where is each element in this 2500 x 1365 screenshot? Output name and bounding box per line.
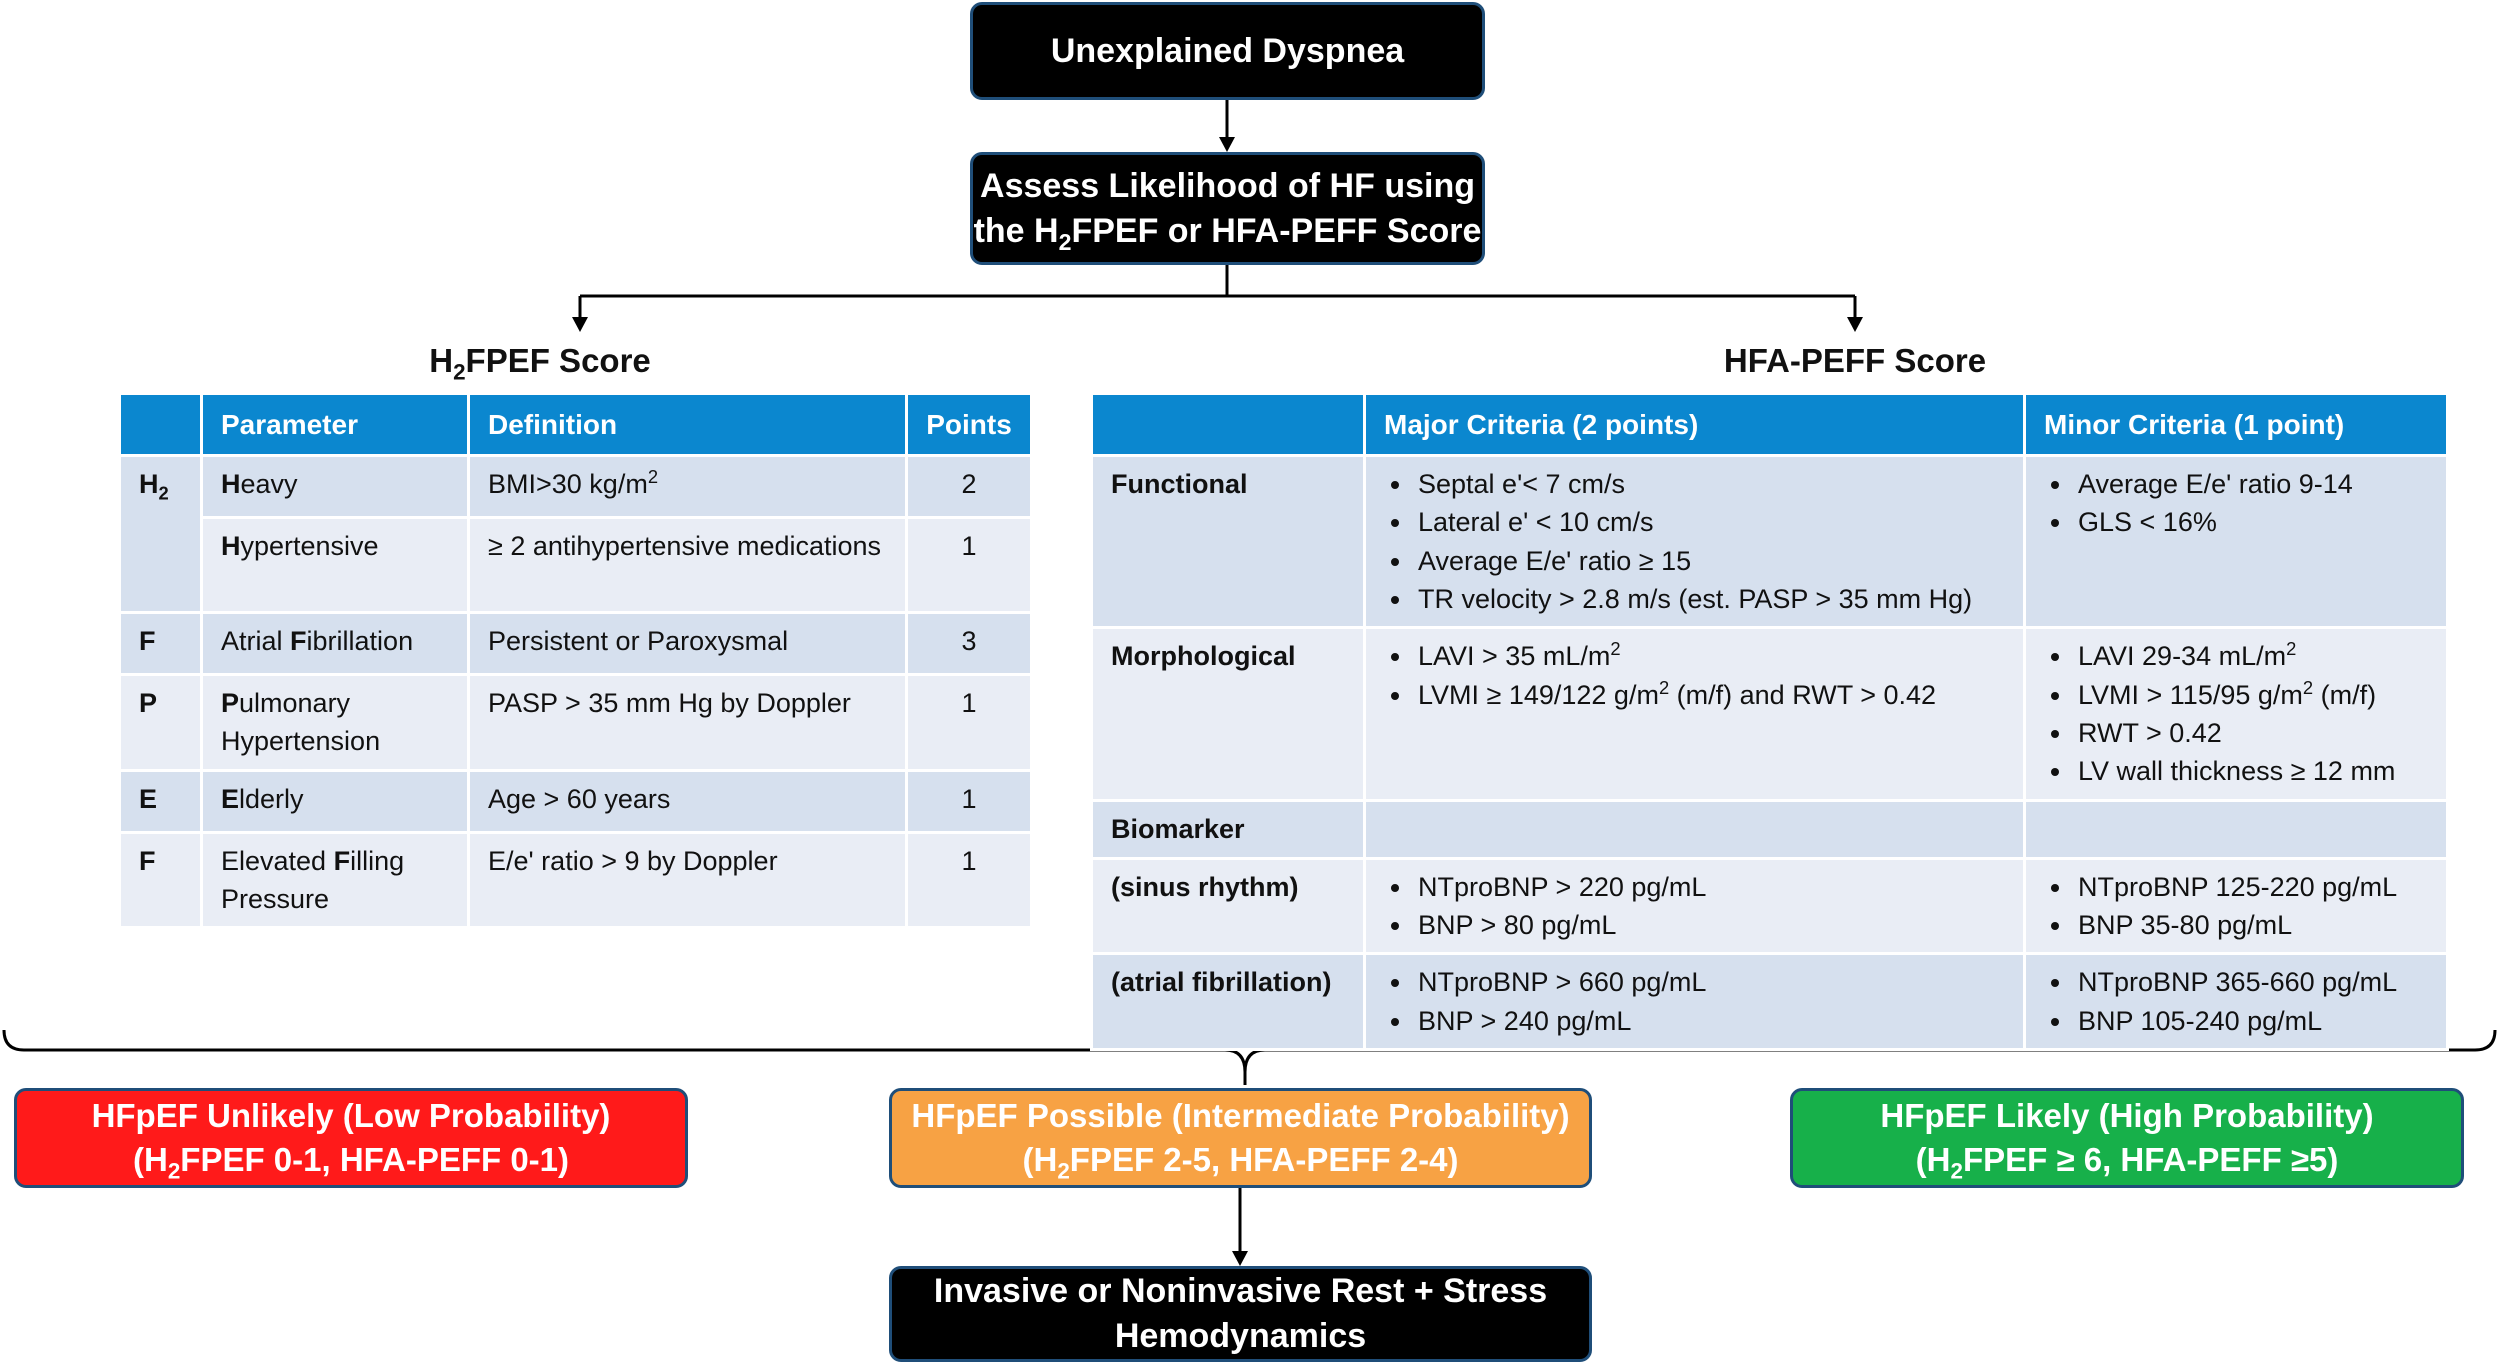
h2fpef-points: 3	[905, 611, 1033, 676]
list-item: LV wall thickness ≥ 12 mm	[2074, 752, 2428, 790]
hemodynamics-line2: Hemodynamics	[1114, 1317, 1367, 1355]
list-item: NTproBNP > 660 pg/mL	[1414, 963, 2005, 1001]
hfapeff-header-blank	[1090, 392, 1366, 457]
h2fpef-header-parameter: Parameter	[200, 392, 470, 457]
h2fpef-definition: Persistent or Paroxysmal	[467, 611, 908, 676]
unexplained-dyspnea-box: Unexplained Dyspnea	[970, 2, 1485, 100]
afib-major: NTproBNP > 660 pg/mL BNP > 240 pg/mL	[1363, 952, 2026, 1051]
outcome-possible-box: HFpEF Possible (Intermediate Probability…	[889, 1088, 1592, 1188]
assess-line-2: the H2FPEF or HFA-PEFF Score	[973, 211, 1482, 255]
hfapeff-title: HFA-PEFF Score	[1723, 342, 1987, 379]
list-item: TR velocity > 2.8 m/s (est. PASP > 35 mm…	[1414, 580, 2005, 618]
outcome-possible-line1: HFpEF Possible (Intermediate Probability…	[911, 1097, 1570, 1135]
h2fpef-letter: H2	[118, 454, 203, 614]
h2fpef-parameter: Atrial Fibrillation	[200, 611, 470, 676]
list-item: LVMI ≥ 149/122 g/m2 (m/f) and RWT > 0.42	[1414, 676, 2005, 714]
h2fpef-definition: BMI>30 kg/m2	[467, 454, 908, 519]
list-item: NTproBNP > 220 pg/mL	[1414, 868, 2005, 906]
arrowhead-bottom	[1232, 1251, 1248, 1266]
h2fpef-points: 2	[905, 454, 1033, 519]
unexplained-dyspnea-text: Unexplained Dyspnea	[1050, 31, 1405, 70]
outcome-likely-box: HFpEF Likely (High Probability) (H2FPEF …	[1790, 1088, 2464, 1188]
assess-likelihood-box: Assess Likelihood of HF using the H2FPEF…	[970, 152, 1485, 265]
hemodynamics-line1: Invasive or Noninvasive Rest + Stress	[933, 1272, 1548, 1311]
outcome-unlikely-line2: (H2FPEF 0-1, HFA-PEFF 0-1)	[132, 1141, 570, 1184]
outcome-possible-line2: (H2FPEF 2-5, HFA-PEFF 2-4)	[1022, 1141, 1459, 1184]
arrowhead-assess	[1219, 137, 1235, 152]
outcome-unlikely-line1: HFpEF Unlikely (Low Probability)	[91, 1097, 611, 1135]
list-item: BNP > 80 pg/mL	[1414, 906, 2005, 944]
assess-line-1: Assess Likelihood of HF using	[980, 166, 1475, 205]
h2fpef-parameter: Heavy	[200, 454, 470, 519]
list-item: LVMI > 115/95 g/m2 (m/f)	[2074, 676, 2428, 714]
outcome-unlikely-box: HFpEF Unlikely (Low Probability) (H2FPEF…	[14, 1088, 688, 1188]
list-item: Average E/e' ratio ≥ 15	[1414, 542, 2005, 580]
hemodynamics-box: Invasive or Noninvasive Rest + Stress He…	[889, 1266, 1592, 1362]
hfapeff-header-minor: Minor Criteria (1 point)	[2023, 392, 2449, 457]
functional-major: Septal e'< 7 cm/s Lateral e' < 10 cm/s A…	[1363, 453, 2026, 630]
morphological-label: Morphological	[1090, 626, 1366, 802]
h2fpef-definition: E/e' ratio > 9 by Doppler	[467, 830, 908, 930]
list-item: NTproBNP 125-220 pg/mL	[2074, 868, 2428, 906]
h2fpef-title: H2FPEF Score	[429, 342, 651, 385]
list-item: BNP 105-240 pg/mL	[2074, 1002, 2428, 1040]
h2fpef-letter: F	[118, 830, 203, 930]
biomarker-blank-major	[1363, 798, 2026, 860]
list-item: RWT > 0.42	[2074, 714, 2428, 752]
h2fpef-letter: F	[118, 611, 203, 676]
hfapeff-table: Major Criteria (2 points) Minor Criteria…	[1090, 392, 2449, 1051]
list-item: Average E/e' ratio 9-14	[2074, 465, 2428, 503]
list-item: BNP > 240 pg/mL	[1414, 1002, 2005, 1040]
h2fpef-points: 1	[905, 516, 1033, 614]
functional-label: Functional	[1090, 453, 1366, 630]
morphological-minor: LAVI 29-34 mL/m2 LVMI > 115/95 g/m2 (m/f…	[2023, 626, 2449, 802]
h2fpef-parameter: Elevated Filling Pressure	[200, 830, 470, 930]
list-item: BNP 35-80 pg/mL	[2074, 906, 2428, 944]
morphological-major: LAVI > 35 mL/m2 LVMI ≥ 149/122 g/m2 (m/f…	[1363, 626, 2026, 802]
h2fpef-header-points: Points	[905, 392, 1033, 457]
biomarker-blank-minor	[2023, 798, 2449, 860]
h2fpef-definition: Age > 60 years	[467, 768, 908, 834]
sinus-major: NTproBNP > 220 pg/mL BNP > 80 pg/mL	[1363, 856, 2026, 956]
list-item: GLS < 16%	[2074, 503, 2428, 541]
sinus-minor: NTproBNP 125-220 pg/mL BNP 35-80 pg/mL	[2023, 856, 2449, 956]
biomarker-label: Biomarker	[1090, 798, 1366, 860]
functional-minor: Average E/e' ratio 9-14 GLS < 16%	[2023, 453, 2449, 630]
list-item: NTproBNP 365-660 pg/mL	[2074, 963, 2428, 1001]
h2fpef-definition: ≥ 2 antihypertensive medications	[467, 516, 908, 614]
arrowhead-right	[1847, 317, 1863, 332]
h2fpef-letter: P	[118, 673, 203, 772]
h2fpef-letter: E	[118, 768, 203, 834]
list-item: Septal e'< 7 cm/s	[1414, 465, 2005, 503]
h2fpef-parameter: Elderly	[200, 768, 470, 834]
h2fpef-parameter: Hypertensive	[200, 516, 470, 614]
h2fpef-table: Parameter Definition Points H2 Heavy BMI…	[118, 392, 1033, 930]
sinus-rhythm-label: (sinus rhythm)	[1090, 856, 1366, 956]
h2fpef-header-definition: Definition	[467, 392, 908, 457]
hfapeff-header-major: Major Criteria (2 points)	[1363, 392, 2026, 457]
h2fpef-points: 1	[905, 673, 1033, 772]
atrial-fibrillation-label: (atrial fibrillation)	[1090, 952, 1366, 1051]
list-item: LAVI > 35 mL/m2	[1414, 637, 2005, 675]
h2fpef-definition: PASP > 35 mm Hg by Doppler	[467, 673, 908, 772]
list-item: LAVI 29-34 mL/m2	[2074, 637, 2428, 675]
h2fpef-header-blank	[118, 392, 203, 457]
outcome-likely-line2: (H2FPEF ≥ 6, HFA-PEFF ≥5)	[1915, 1141, 2339, 1184]
h2fpef-points: 1	[905, 768, 1033, 834]
afib-minor: NTproBNP 365-660 pg/mL BNP 105-240 pg/mL	[2023, 952, 2449, 1051]
arrowhead-left	[572, 317, 588, 332]
h2fpef-parameter: Pulmonary Hypertension	[200, 673, 470, 772]
list-item: Lateral e' < 10 cm/s	[1414, 503, 2005, 541]
h2fpef-points: 1	[905, 830, 1033, 930]
outcome-likely-line1: HFpEF Likely (High Probability)	[1880, 1097, 2374, 1135]
